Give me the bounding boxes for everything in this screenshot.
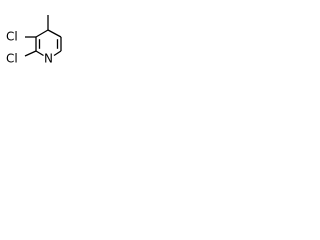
- ring-bonds: [24, 15, 62, 57]
- bond-c3-c4: [35, 29, 49, 38]
- bond-c4-c5: [47, 29, 62, 38]
- nitrogen-atom-label: N: [44, 52, 53, 66]
- chlorine-3-atom-label: Cl: [6, 30, 18, 44]
- molecule-structure: N Cl Cl: [6, 15, 62, 66]
- chlorine-2-atom-label: Cl: [6, 52, 18, 66]
- bond-c6-n1: [53, 50, 62, 57]
- bond-n1-c2: [35, 50, 44, 57]
- bond-c2-cl: [24, 50, 37, 57]
